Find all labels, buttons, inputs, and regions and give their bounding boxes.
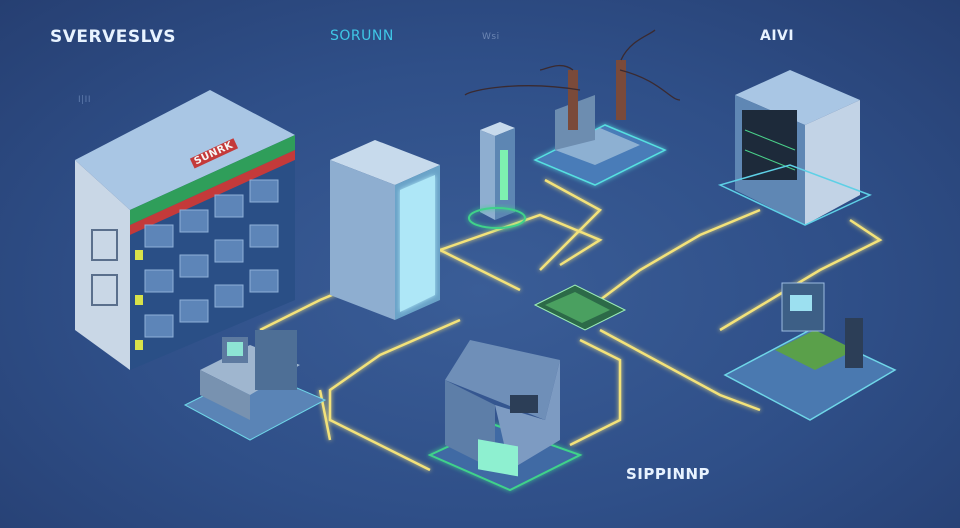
- line-server-right: [719, 218, 883, 332]
- tower-device: [468, 122, 526, 229]
- line-server-hub: [599, 208, 761, 301]
- label-bottom-right: SIPPINNP: [626, 465, 711, 483]
- line-hub-terminal: [599, 328, 761, 412]
- line-left-loop: [318, 389, 332, 441]
- label-top-center: SORUNN: [330, 28, 394, 44]
- line-hub-atm2: [569, 338, 622, 447]
- atm-machine: [427, 340, 583, 492]
- label-top-right: AIVI: [760, 28, 795, 44]
- computer-terminal: [723, 282, 897, 421]
- label-left-faint: I|II: [78, 95, 91, 105]
- connection-lines: [259, 178, 883, 472]
- server-store: [75, 90, 295, 370]
- label-top-center-faint: Wsi: [482, 32, 500, 42]
- cash-register: [183, 330, 327, 441]
- label-top-left: SVERVESLVS: [50, 27, 177, 47]
- line-transformer-hub: [539, 178, 603, 271]
- line-hub-atm: [328, 318, 461, 472]
- glass-server-cabinet: [330, 140, 440, 320]
- circuit-board-hub: [533, 284, 627, 331]
- power-transformer: [464, 29, 681, 186]
- line-fridge-hub: [439, 213, 603, 267]
- server-rack-right: [717, 70, 872, 226]
